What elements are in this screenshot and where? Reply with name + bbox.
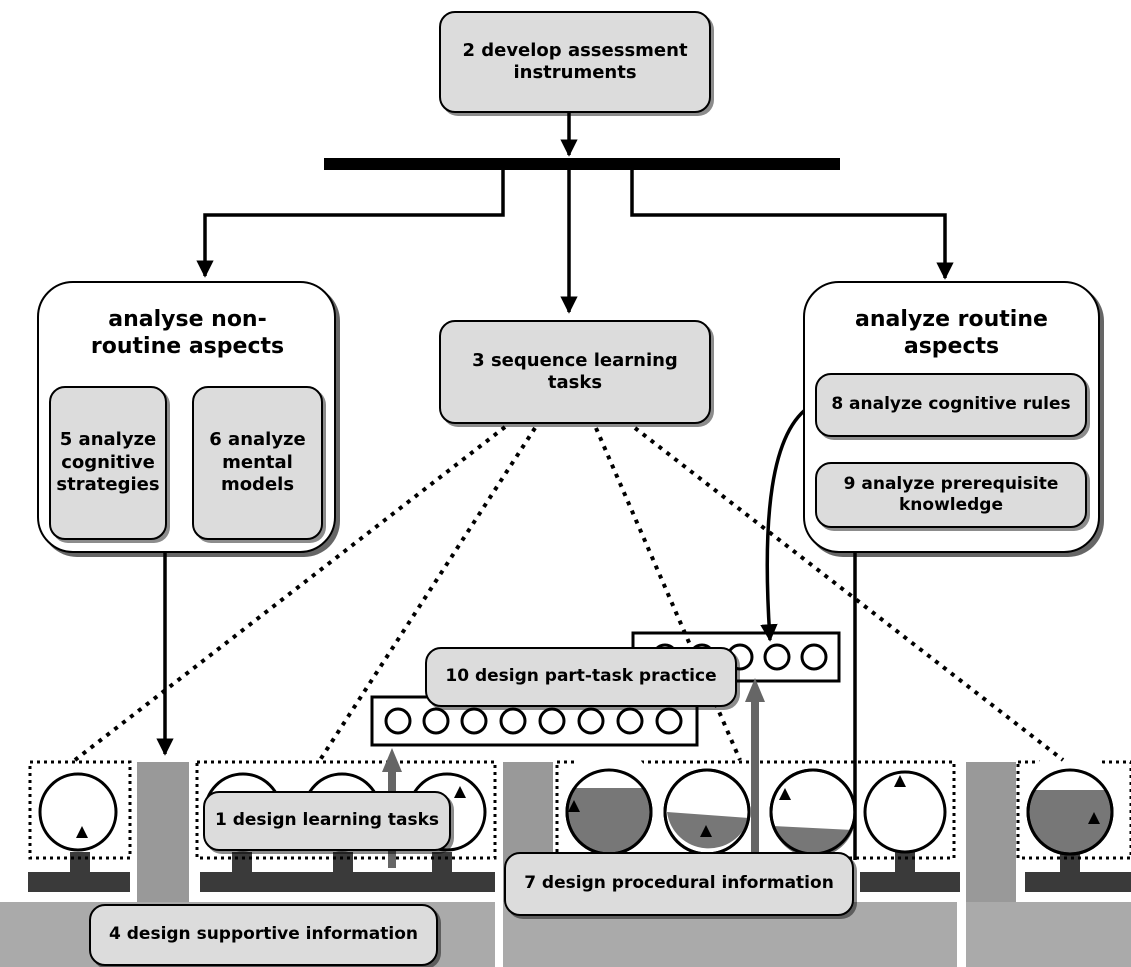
node-cognitive-strategies-label: 5 analyze cognitive strategies [56, 429, 160, 496]
node-sequence-tasks [439, 320, 711, 424]
node-part-task-practice [425, 647, 737, 707]
node-learning-tasks-label: 1 design learning tasks [214, 810, 440, 831]
group-nonroutine-heading: analyse non-routine aspects [90, 306, 285, 360]
learning-task-circle-8 [863, 770, 947, 854]
group-routine-heading: analyze routine aspects [855, 306, 1048, 360]
node-supportive-information [89, 904, 438, 966]
node-develop-assessment-label: 2 develop assessment instruments [462, 39, 688, 84]
node-prerequisite-knowledge [815, 462, 1087, 528]
node-cognitive-strategies [49, 386, 167, 540]
node-mental-models [192, 386, 323, 540]
node-procedural-information [504, 852, 854, 916]
node-supportive-information-label: 4 design supportive information [109, 924, 418, 945]
node-develop-assessment [439, 11, 711, 113]
triangle-markers [76, 775, 1100, 838]
node-cognitive-rules [815, 373, 1087, 437]
node-prerequisite-knowledge-label: 9 analyze prerequisite knowledge [843, 473, 1059, 515]
node-cognitive-rules-label: 8 analyze cognitive rules [831, 394, 1071, 415]
node-part-task-practice-label: 10 design part-task practice [445, 666, 717, 687]
node-procedural-information-label: 7 design procedural information [524, 873, 834, 894]
flow-lines [156, 113, 954, 860]
learning-task-circle-1 [38, 772, 118, 852]
node-mental-models-label: 6 analyze mental models [209, 429, 306, 496]
node-sequence-tasks-label: 3 sequence learning tasks [472, 349, 678, 394]
node-learning-tasks [203, 791, 451, 851]
task-rails [28, 852, 1131, 892]
